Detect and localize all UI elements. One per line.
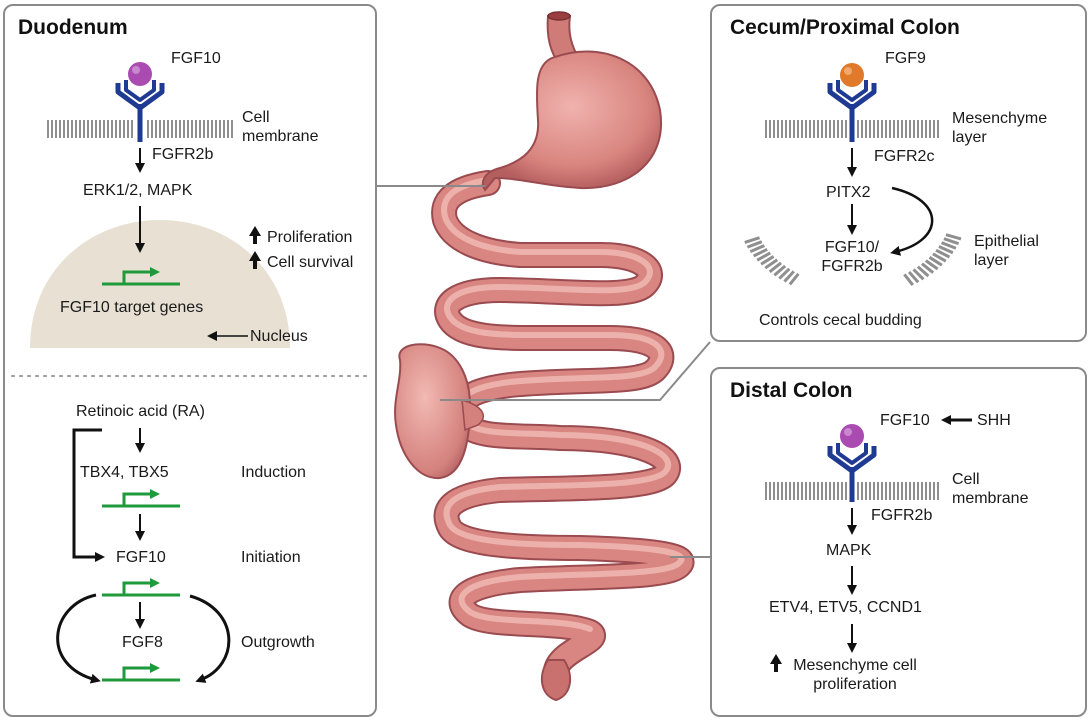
fgf10-ligand-icon <box>128 62 152 86</box>
gut-illustration <box>394 11 695 702</box>
cecum-title: Cecum/Proximal Colon <box>730 16 960 39</box>
shh-label: SHH <box>977 412 1011 429</box>
epithelial-layer <box>744 233 962 286</box>
retinoic-acid-label: Retinoic acid (RA) <box>76 403 205 420</box>
initiation-label: Initiation <box>241 549 301 566</box>
cell-survival-label: Cell survival <box>267 254 354 271</box>
connector-lines <box>377 185 711 558</box>
distal-graphics <box>765 415 972 672</box>
etv-ccnd1-label: ETV4, ETV5, CCND1 <box>769 599 922 616</box>
cecal-budding-label: Controls cecal budding <box>759 312 922 329</box>
gene-symbol-icon <box>102 578 180 597</box>
erk-mapk-label: ERK1/2, MAPK <box>83 182 193 199</box>
fgf8-label: FGF8 <box>122 634 163 651</box>
epithelial-layer-label: Epithelial layer <box>974 233 1039 269</box>
gene-symbol-icon <box>102 267 180 286</box>
cell-membrane <box>765 482 939 500</box>
mesenchyme-layer-label: Mesenchyme layer <box>952 110 1048 146</box>
mesenchyme-layer <box>765 120 939 138</box>
proliferation-label: Proliferation <box>267 229 353 246</box>
tbx-label: TBX4, TBX5 <box>80 464 169 481</box>
fgf9-label: FGF9 <box>885 50 926 67</box>
feedback-loop-arrow <box>189 594 231 683</box>
up-arrow-icon <box>249 251 261 269</box>
fgfr2b-label: FGFR2b <box>152 146 214 163</box>
fgf10-ligand-icon <box>840 424 864 448</box>
pitx2-label: PITX2 <box>826 184 871 201</box>
gene-symbol-icon <box>102 663 180 682</box>
target-genes-label: FGF10 target genes <box>60 299 204 316</box>
cecum-graphics <box>744 63 962 286</box>
outgrowth-label: Outgrowth <box>241 634 315 651</box>
duodenum-panel <box>3 4 377 717</box>
gene-symbol-icon <box>102 489 180 508</box>
cell-membrane <box>47 120 233 138</box>
duodenum-graphics <box>11 62 371 684</box>
mapk-label: MAPK <box>826 542 872 559</box>
induction-label: Induction <box>241 464 306 481</box>
fgf9-ligand-icon <box>840 63 864 87</box>
fgfr2c-label: FGFR2c <box>874 148 935 165</box>
fgfr2b-receptor-icon <box>115 80 165 142</box>
fgf10-label: FGF10 <box>171 50 221 67</box>
feedback-loop-arrow <box>56 593 101 684</box>
cell-membrane-distal-label: Cell membrane <box>952 471 1029 507</box>
fgfr2b-distal-label: FGFR2b <box>871 507 933 524</box>
duodenum-title: Duodenum <box>18 16 128 39</box>
fgfr2c-receptor-icon <box>827 80 877 142</box>
nucleus-label: Nucleus <box>250 328 308 345</box>
up-arrow-icon <box>249 226 261 244</box>
fgf10-fgfr2b-label: FGF10/ FGFR2b <box>821 239 883 275</box>
fgf10-distal-label: FGF10 <box>880 412 930 429</box>
cecum-panel <box>710 4 1087 342</box>
distal-colon-panel <box>710 367 1087 717</box>
distal-title: Distal Colon <box>730 379 853 402</box>
cecum-connector <box>440 341 711 401</box>
up-arrow-icon <box>770 654 782 672</box>
fgfr2b-receptor-icon <box>827 443 877 502</box>
curved-arrow <box>890 186 934 256</box>
mesenchyme-proliferation-label: Mesenchyme cell proliferation <box>793 657 917 693</box>
cell-membrane-label: Cell membrane <box>242 109 319 145</box>
fgf10-gene-label: FGF10 <box>116 549 166 566</box>
